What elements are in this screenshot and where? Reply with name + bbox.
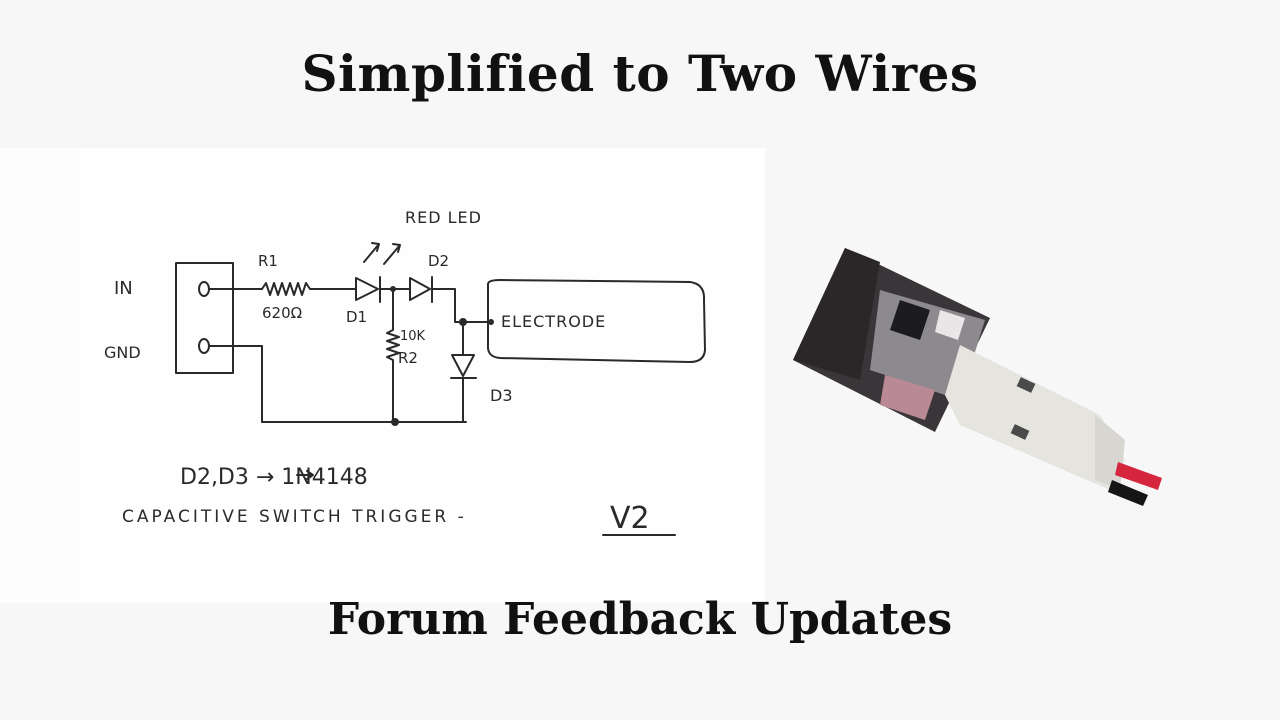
- diode-d2: [409, 277, 431, 301]
- wire-gnd: [208, 345, 467, 423]
- led-arrow: [363, 242, 380, 263]
- d1-label: D1: [346, 308, 367, 326]
- gnd-label: GND: [104, 343, 141, 362]
- diode-d1: [355, 277, 379, 301]
- electrode-label: ELECTRODE: [501, 312, 606, 331]
- r2-label: R2: [398, 349, 418, 367]
- electrode-box: [486, 279, 706, 363]
- slide-title: Simplified to Two Wires: [301, 44, 979, 103]
- diode-d3: [451, 354, 475, 377]
- d2-label: D2: [428, 252, 449, 270]
- sensor-photo: [793, 248, 1162, 506]
- resistor-r2: [386, 288, 400, 423]
- in-label: IN: [114, 278, 133, 299]
- slide-subtitle: Forum Feedback Updates: [327, 594, 953, 645]
- d3-label: D3: [490, 386, 513, 405]
- terminal-in: [198, 281, 210, 297]
- caption: CAPACITIVE SWITCH TRIGGER -: [122, 507, 467, 527]
- version-label: V2: [610, 501, 650, 536]
- connector-block: [175, 262, 234, 374]
- r1-value: 620Ω: [262, 304, 302, 322]
- terminal-gnd: [198, 338, 210, 354]
- wire-electrode: [431, 288, 493, 323]
- resistor-r1: [261, 282, 357, 296]
- arrow: [296, 470, 314, 480]
- diode-note: D2,D3 → 1N4148: [180, 465, 368, 490]
- led-arrow: [383, 243, 401, 265]
- led-label: RED LED: [405, 208, 482, 227]
- schematic-paper-inner: [78, 148, 765, 603]
- r1-label: R1: [258, 252, 278, 270]
- r2-value: 10K: [400, 329, 426, 344]
